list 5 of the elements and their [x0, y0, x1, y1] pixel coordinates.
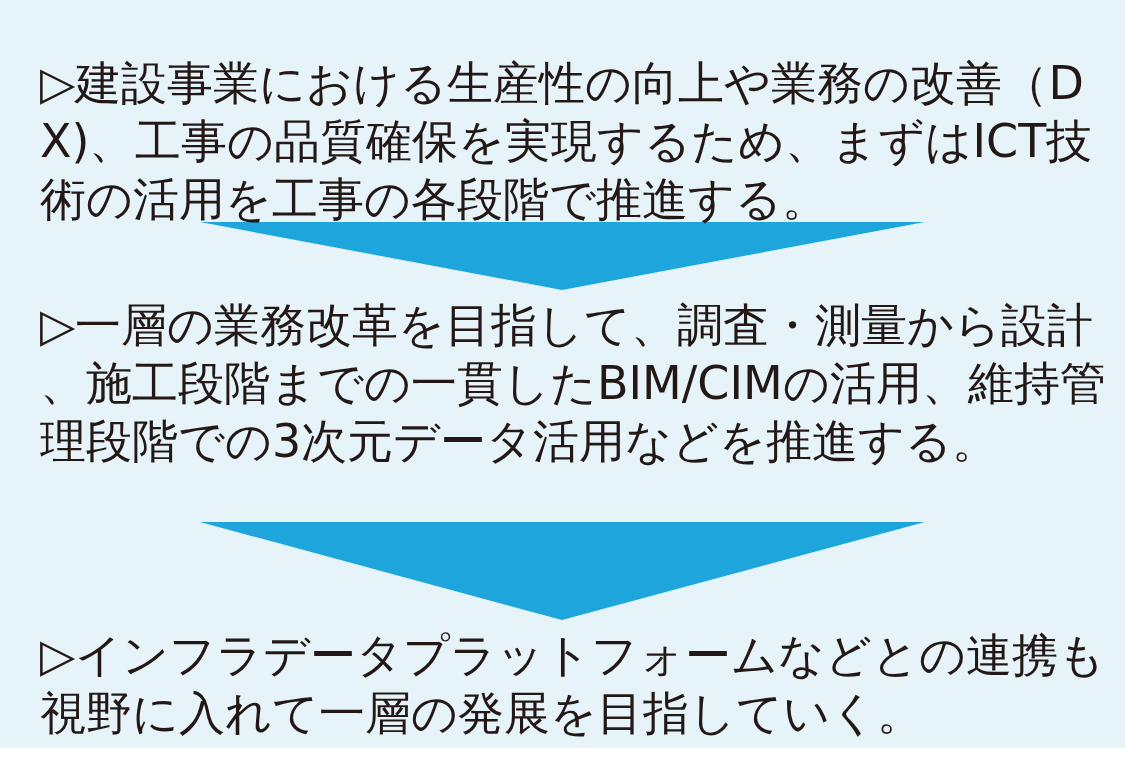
statement-text: ▷建設事業における生産性の向上や業務の改善（DX)、工事の品質確保を実現するため、まずはICT技術の活用を工事の各段階で推進する。	[40, 55, 1094, 228]
down-arrow	[200, 222, 925, 290]
down-arrow	[200, 522, 925, 620]
statement-text: ▷一層の業務改革を目指して、調査・測量から設計、施工段階までの一貫したBIM/CIMの活用、維持管理段階での3次元データ活用などを推進する。	[40, 297, 1107, 470]
statement-text: ▷インフラデータプラットフォームなどとの連携も視野に入れて一層の発展を目指していく。	[40, 627, 1107, 742]
